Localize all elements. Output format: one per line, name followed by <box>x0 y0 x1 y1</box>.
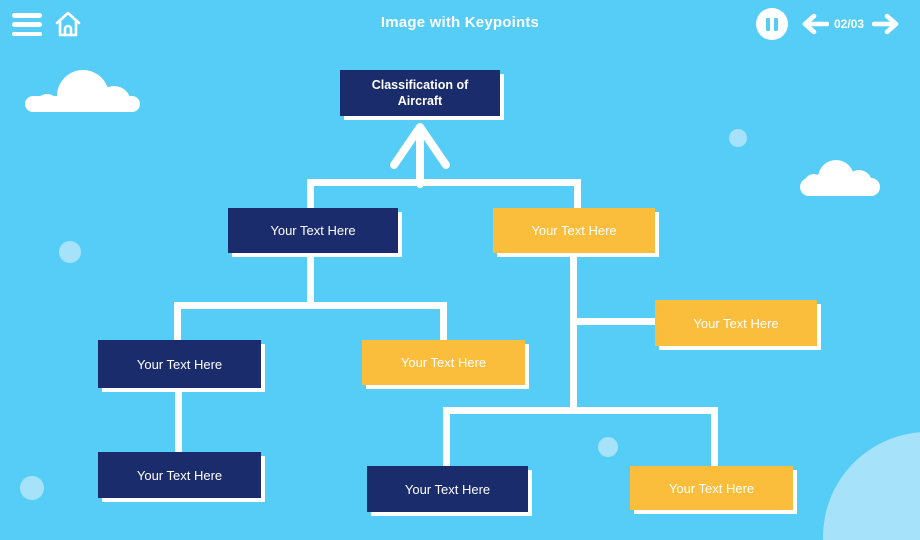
diagram-node[interactable]: Your Text Here <box>98 452 261 498</box>
pause-icon[interactable] <box>756 8 788 40</box>
cloud-left <box>25 68 140 112</box>
page-title: Image with Keypoints <box>380 14 540 31</box>
connector-line <box>307 250 314 307</box>
decor-circle-large <box>823 432 920 540</box>
diagram-node[interactable]: Your Text Here <box>228 208 398 253</box>
connector-line <box>440 305 447 343</box>
home-icon[interactable] <box>53 9 83 39</box>
top-bar: Image with Keypoints 02/03 <box>0 0 920 48</box>
diagram-node[interactable]: Your Text Here <box>630 466 793 510</box>
connector-line <box>574 182 581 212</box>
up-arrow-connector-icon <box>390 123 450 188</box>
connector-line <box>175 386 182 454</box>
diagram-root-node[interactable]: Classification of Aircraft <box>340 70 500 116</box>
connector-line <box>443 407 718 414</box>
decor-circle <box>20 476 44 500</box>
menu-icon[interactable] <box>12 13 42 36</box>
connector-line <box>570 250 577 412</box>
connector-line <box>443 410 450 468</box>
connector-line <box>570 318 658 325</box>
arrow-right-icon[interactable] <box>871 13 900 35</box>
decor-circle <box>598 437 618 457</box>
diagram-node[interactable]: Your Text Here <box>493 208 655 253</box>
cloud-right <box>800 158 880 196</box>
diagram-node[interactable]: Your Text Here <box>98 340 261 388</box>
connector-line <box>174 302 447 309</box>
page-indicator: 02/03 <box>834 17 865 31</box>
connector-line <box>307 182 314 212</box>
diagram-node[interactable]: Your Text Here <box>655 300 817 346</box>
decor-circle <box>729 129 747 147</box>
arrow-left-icon[interactable] <box>801 13 830 35</box>
diagram-node[interactable]: Your Text Here <box>367 466 528 512</box>
diagram-node[interactable]: Your Text Here <box>362 340 525 385</box>
connector-line <box>174 305 181 343</box>
decor-circle <box>59 241 81 263</box>
connector-line <box>307 179 581 186</box>
connector-line <box>711 410 718 468</box>
